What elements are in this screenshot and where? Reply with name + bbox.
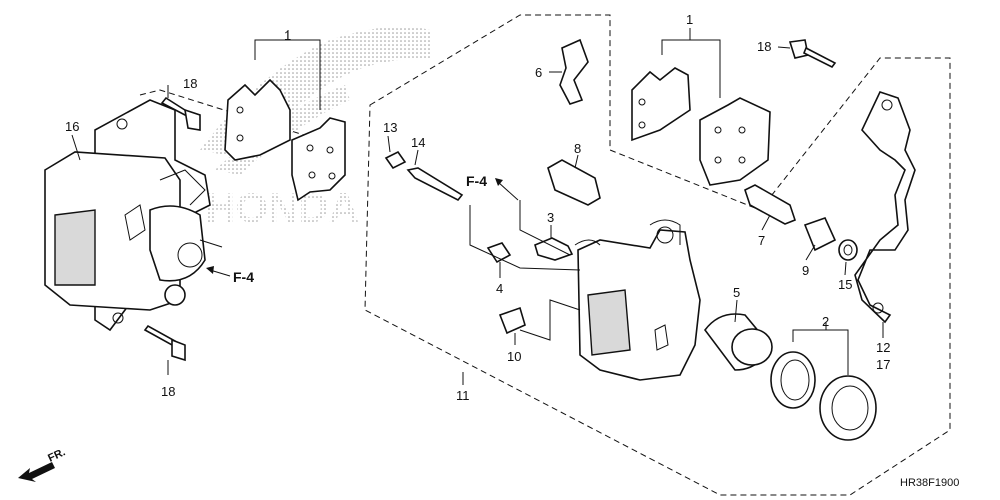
slide-pin-14 [406, 167, 464, 202]
ref-label-f4-center: F-4 [466, 173, 487, 189]
boot-10 [498, 306, 526, 335]
piston-5 [703, 313, 773, 371]
callout-3: 3 [547, 210, 554, 225]
washer-15 [838, 239, 858, 261]
callout-12: 12 [876, 340, 890, 355]
callout-13: 13 [383, 120, 397, 135]
ref-arrow-f4-center: F-4 [466, 173, 519, 201]
callout-1-right: 1 [686, 12, 693, 27]
callout-5: 5 [733, 285, 740, 300]
callout-15: 15 [838, 277, 852, 292]
honda-watermark-text: HONDA [205, 184, 359, 231]
callout-6: 6 [535, 65, 542, 80]
bleeder-cap-4 [486, 242, 512, 264]
callout-9: 9 [802, 263, 809, 278]
leader-lines [71, 46, 884, 385]
front-direction-arrow-icon [18, 462, 55, 482]
bolt-18-top-right [788, 39, 837, 69]
callout-16: 16 [65, 119, 79, 134]
caliper-bracket-12-17 [854, 91, 916, 324]
callout-4: 4 [496, 281, 503, 296]
caliper-assembly-outline [364, 14, 951, 496]
callout-7: 7 [758, 233, 765, 248]
callout-14: 14 [411, 135, 425, 150]
callout-11: 11 [456, 388, 470, 403]
ref-arrow-f4-left: F-4 [206, 266, 254, 285]
callout-18-top-right: 18 [757, 39, 771, 54]
piston-seals-2 [770, 351, 877, 441]
bolt-18-bottom-left [143, 324, 186, 362]
brake-pads-left [224, 78, 346, 202]
callout-10: 10 [507, 349, 521, 364]
callout-18-bottom-left: 18 [161, 384, 175, 399]
front-direction-arrow: FR. [18, 446, 67, 482]
slide-pin-7 [744, 184, 796, 225]
caliper-body-11 [574, 219, 701, 381]
boot-13 [384, 150, 407, 170]
callout-2: 2 [822, 314, 829, 329]
callout-1-left: 1 [284, 28, 291, 43]
ref-label-f4-left: F-4 [233, 269, 254, 285]
direction-label: FR. [46, 446, 67, 464]
bleeder-screw-3 [534, 237, 574, 261]
diagram-code: HR38F1900 [900, 477, 959, 489]
callout-17: 17 [876, 357, 890, 372]
bolt-18-top-left [160, 96, 201, 131]
callout-numbers: 1 1 2 3 4 5 6 7 8 9 10 11 12 13 14 15 16… [65, 12, 890, 403]
callout-8: 8 [574, 141, 581, 156]
assembled-caliper-16 [44, 99, 223, 332]
pad-spring-6 [559, 38, 589, 105]
leader-1-right [661, 39, 721, 98]
slide-pin-8 [547, 159, 601, 206]
boot-9 [803, 217, 837, 252]
callout-18-top-left: 18 [183, 76, 197, 91]
brake-pads-right [631, 67, 771, 186]
